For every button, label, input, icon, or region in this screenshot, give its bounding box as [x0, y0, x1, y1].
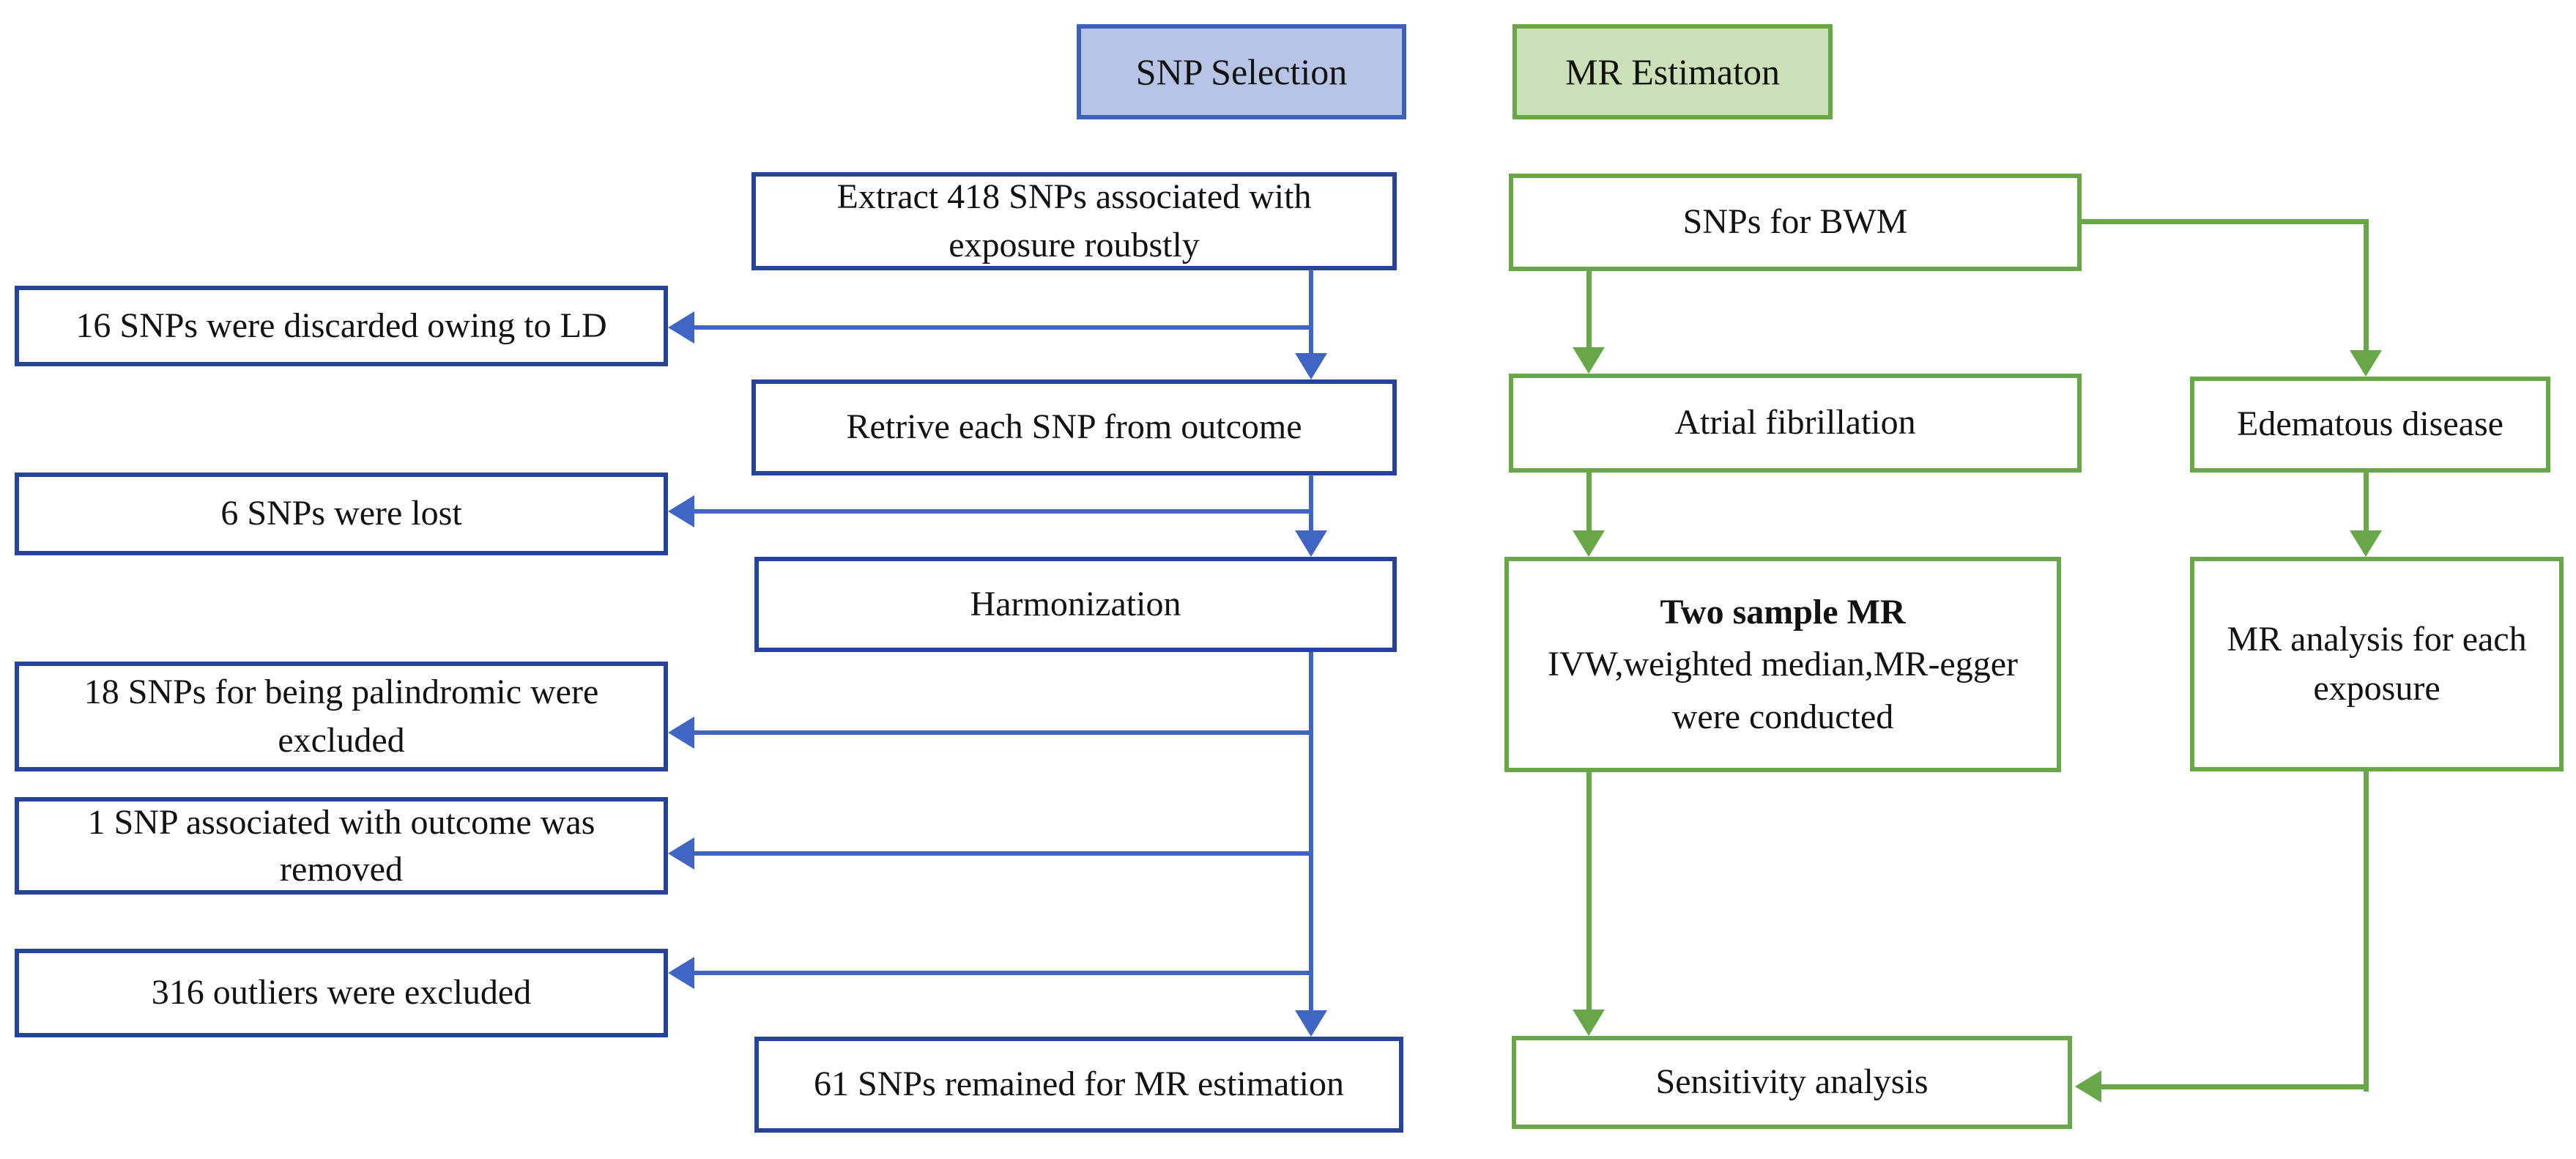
extract-snps-line1: Extract 418 SNPs associated with: [836, 177, 1312, 216]
palindromic-line2: excluded: [278, 721, 405, 760]
outliers-excluded-box: 316 outliers were excluded: [15, 949, 668, 1037]
two-sample-mr-box: Two sample MR IVW,weighted median,MR-egg…: [1504, 557, 2061, 772]
retrieve-snp-label: Retrive each SNP from outcome: [846, 407, 1302, 447]
two-sample-mr-line2: IVW,weighted median,MR-egger: [1547, 645, 2019, 684]
connector-branch-outliers-arrowhead: [668, 957, 694, 989]
connector-bwm-edematous-hline: [2082, 219, 2369, 224]
snps-for-bwm-label: SNPs for BWM: [1682, 202, 1908, 242]
connector-extract-retrieve-arrowhead: [1295, 353, 1327, 379]
connector-bwm-edematous-arrowhead: [2350, 350, 2382, 377]
harmonization-box: Harmonization: [754, 557, 1397, 652]
snps-for-bwm-box: SNPs for BWM: [1509, 174, 2082, 271]
connector-branch-discard-ld-line: [688, 325, 1311, 330]
connector-extract-retrieve-line: [1309, 270, 1313, 356]
connector-harmonization-remained-arrowhead: [1295, 1010, 1327, 1037]
connector-branch-outcome-removed-arrowhead: [668, 837, 694, 870]
snps-lost-label: 6 SNPs were lost: [220, 494, 462, 533]
sensitivity-analysis-label: Sensitivity analysis: [1655, 1062, 1929, 1102]
sensitivity-analysis-box: Sensitivity analysis: [1512, 1036, 2072, 1129]
mr-analysis-line2: exposure: [2313, 668, 2440, 708]
two-sample-mr-title: Two sample MR: [1660, 593, 1906, 632]
discarded-ld-label: 16 SNPs were discarded owing to LD: [75, 306, 607, 345]
connector-branch-palindromic-line: [688, 730, 1311, 735]
connector-branch-outcome-removed-line: [688, 851, 1311, 856]
outcome-removed-line1: 1 SNP associated with outcome was: [87, 803, 595, 843]
connector-mranalysis-sensitivity-arrowhead: [2075, 1070, 2101, 1103]
palindromic-excluded-box: 18 SNPs for being palindromic were exclu…: [15, 662, 668, 771]
connector-bwm-atrial-arrowhead: [1573, 347, 1605, 374]
connector-twosample-sensitivity-line: [1586, 772, 1592, 1011]
connector-edematous-mranalysis-line: [2364, 473, 2369, 532]
connector-branch-discard-ld-arrowhead: [668, 311, 694, 344]
connector-atrial-twosample-line: [1586, 473, 1592, 532]
discarded-ld-box: 16 SNPs were discarded owing to LD: [15, 286, 668, 366]
connector-bwm-atrial-line: [1586, 271, 1592, 349]
two-sample-mr-line3: were conducted: [1671, 697, 1894, 736]
extract-snps-line2: exposure roubstly: [949, 226, 1200, 264]
snps-remained-box: 61 SNPs remained for MR estimation: [754, 1037, 1403, 1133]
outcome-removed-line2: removed: [280, 849, 403, 889]
atrial-fibrillation-box: Atrial fibrillation: [1509, 374, 2082, 473]
connector-mranalysis-sensitivity-vline: [2364, 771, 2369, 1092]
outliers-excluded-label: 316 outliers were excluded: [151, 973, 532, 1012]
snps-lost-box: 6 SNPs were lost: [15, 473, 668, 555]
snp-selection-header: SNP Selection: [1077, 24, 1406, 119]
connector-atrial-twosample-arrowhead: [1573, 530, 1605, 557]
mr-analysis-line1: MR analysis for each: [2227, 620, 2527, 659]
atrial-fibrillation-label: Atrial fibrillation: [1674, 403, 1916, 443]
extract-snps-box: Extract 418 SNPs associated with exposur…: [751, 172, 1397, 270]
edematous-disease-label: Edematous disease: [2237, 404, 2503, 444]
edematous-disease-box: Edematous disease: [2190, 377, 2550, 473]
connector-twosample-sensitivity-arrowhead: [1573, 1010, 1605, 1036]
snp-selection-label: SNP Selection: [1135, 51, 1348, 92]
connector-retrieve-harmonization-arrowhead: [1295, 530, 1327, 557]
retrieve-snp-box: Retrive each SNP from outcome: [751, 379, 1397, 475]
connector-mranalysis-sensitivity-hline: [2099, 1084, 2369, 1089]
connector-branch-palindromic-arrowhead: [668, 716, 694, 749]
palindromic-line1: 18 SNPs for being palindromic were: [83, 672, 599, 711]
snps-remained-label: 61 SNPs remained for MR estimation: [814, 1064, 1344, 1104]
outcome-associated-removed-box: 1 SNP associated with outcome was remove…: [15, 797, 668, 895]
connector-branch-lost-line: [688, 509, 1311, 514]
connector-branch-outliers-line: [688, 971, 1311, 975]
connector-bwm-edematous-vline: [2364, 219, 2369, 352]
harmonization-label: Harmonization: [970, 584, 1181, 623]
connector-retrieve-harmonization-line: [1309, 475, 1313, 532]
connector-edematous-mranalysis-arrowhead: [2350, 530, 2382, 557]
connector-branch-lost-arrowhead: [668, 495, 694, 527]
mr-estimation-header: MR Estimaton: [1512, 24, 1833, 119]
mr-estimation-label: MR Estimaton: [1564, 51, 1781, 92]
connector-harmonization-remained-line: [1309, 652, 1313, 1013]
mr-analysis-each-exposure-box: MR analysis for each exposure: [2190, 557, 2564, 771]
